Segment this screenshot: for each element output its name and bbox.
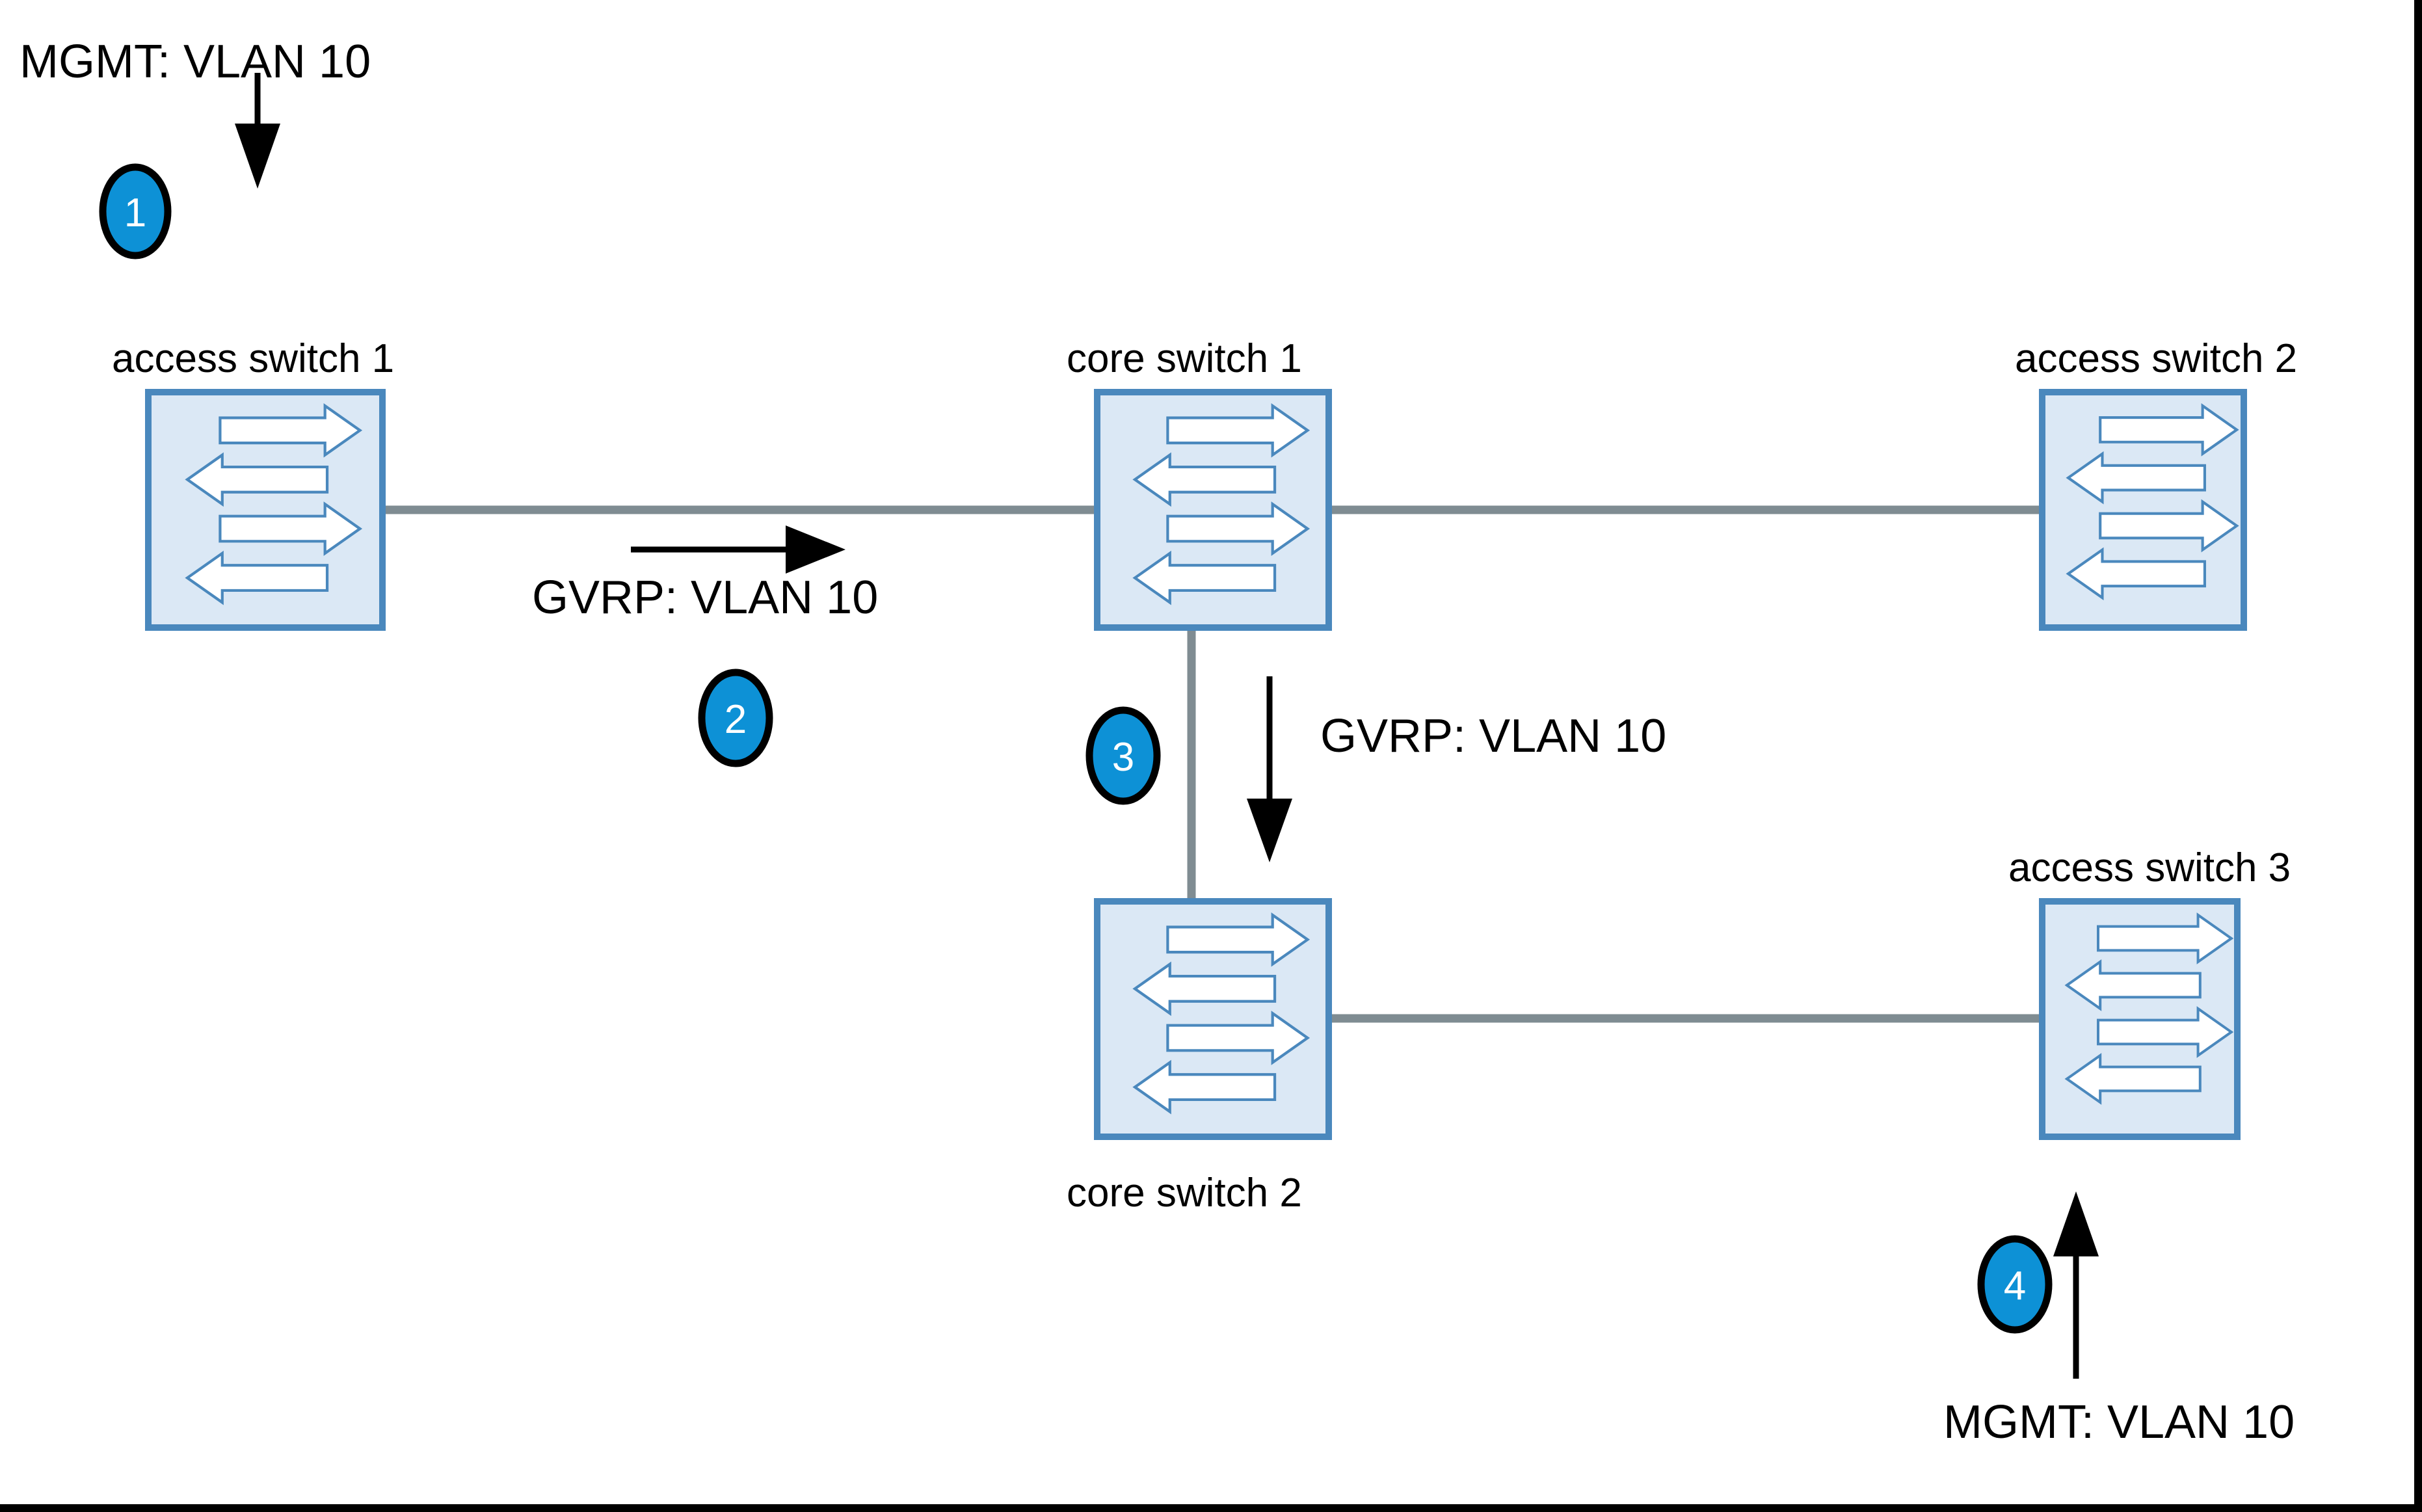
flow-arrow-down-icon [1247,676,1292,862]
badge-1-number: 1 [124,191,146,235]
flow-2-gvrp-into-core-switch-1: GVRP: VLAN 10 2 [532,525,878,767]
flow-label-mgmt-bottom: MGMT: VLAN 10 [1943,1396,2295,1448]
badge-4-number: 4 [2004,1264,2026,1308]
link-lines [378,505,2048,1023]
badge-3-number: 3 [1112,735,1134,780]
flow-arrow-up-icon [2053,1191,2099,1379]
flow-label-mgmt-top: MGMT: VLAN 10 [20,36,371,88]
node-access-switch-1[interactable]: access switch 1 [112,336,394,631]
badge-2-number: 2 [725,697,747,742]
right-edge-bar [2414,0,2422,1512]
badge-1[interactable]: 1 [99,163,172,259]
flow-4-mgmt-into-access-switch-3: 4 MGMT: VLAN 10 [1943,1191,2295,1448]
badge-3[interactable]: 3 [1085,706,1161,805]
node-label-access-switch-3: access switch 3 [2008,845,2291,890]
flow-arrow-down-icon [235,73,280,189]
flow-label-gvrp-vertical: GVRP: VLAN 10 [1320,710,1666,762]
flow-1-mgmt-into-access-switch-1: MGMT: VLAN 10 1 [20,36,371,259]
node-access-switch-2[interactable]: access switch 2 [2015,336,2297,631]
node-label-access-switch-2: access switch 2 [2015,336,2297,381]
node-label-core-switch-2: core switch 2 [1067,1171,1302,1215]
node-label-access-switch-1: access switch 1 [112,336,394,381]
bottom-edge-bar [0,1504,2422,1512]
badge-2[interactable]: 2 [698,669,773,767]
node-core-switch-1[interactable]: core switch 1 [1067,336,1332,631]
flow-3-gvrp-into-core-switch-2: GVRP: VLAN 10 3 [1085,676,1666,862]
node-access-switch-3[interactable]: access switch 3 [2008,845,2291,1140]
badge-4[interactable]: 4 [1977,1235,2053,1334]
node-label-core-switch-1: core switch 1 [1067,336,1302,381]
node-core-switch-2[interactable]: core switch 2 [1067,898,1332,1215]
flow-arrow-right-icon [631,525,845,574]
flow-label-gvrp-horizontal: GVRP: VLAN 10 [532,572,878,624]
